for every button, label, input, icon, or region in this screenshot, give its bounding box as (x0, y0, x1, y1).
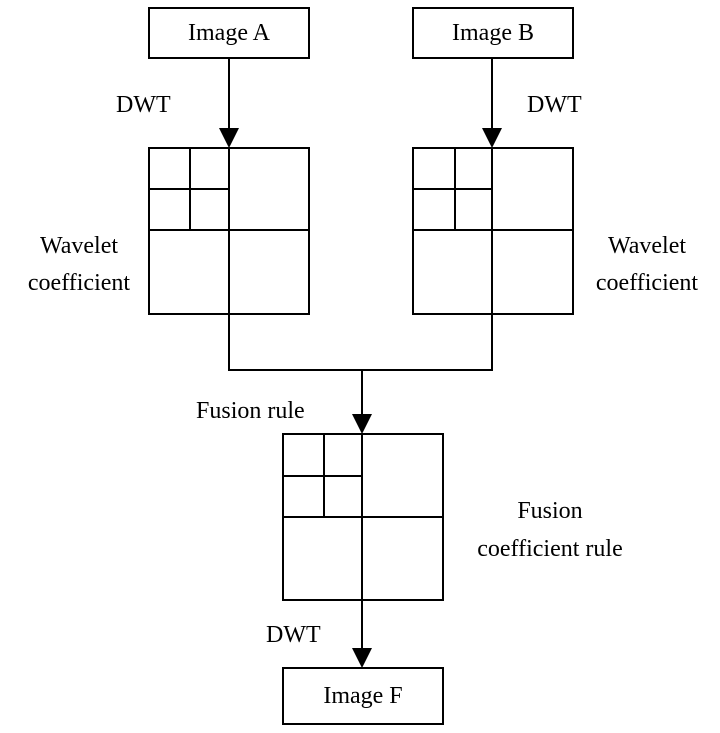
right-wavelet-coefficient-line2: coefficient (595, 270, 699, 296)
fusion-coefficient-grid (282, 433, 444, 601)
dwt-left-label: DWT (116, 92, 171, 118)
fusion-coefficient-rule-line1: Fusion (517, 498, 583, 524)
dwt-bottom-label: DWT (266, 622, 321, 648)
arrowhead-right (482, 128, 502, 148)
left-wavelet-coefficient-line1: Wavelet (39, 233, 119, 259)
right-wavelet-grid (412, 147, 574, 315)
dwt-right-label: DWT (527, 92, 582, 118)
image-b-label: Image B (452, 20, 534, 46)
image-f-label: Image F (323, 683, 403, 709)
arrowhead-fusion (352, 414, 372, 434)
image-a-label: Image A (188, 20, 270, 46)
right-wavelet-coefficient-line1: Wavelet (607, 233, 687, 259)
left-wavelet-grid (148, 147, 310, 315)
arrowhead-image-f (352, 648, 372, 668)
image-f-box (282, 667, 444, 725)
left-wavelet-coefficient-line2: coefficient (27, 270, 131, 296)
merge-connector (228, 314, 493, 371)
fusion-rule-label: Fusion rule (196, 398, 305, 424)
arrowhead-left (219, 128, 239, 148)
fusion-coefficient-rule-line2: coefficient rule (477, 536, 623, 562)
